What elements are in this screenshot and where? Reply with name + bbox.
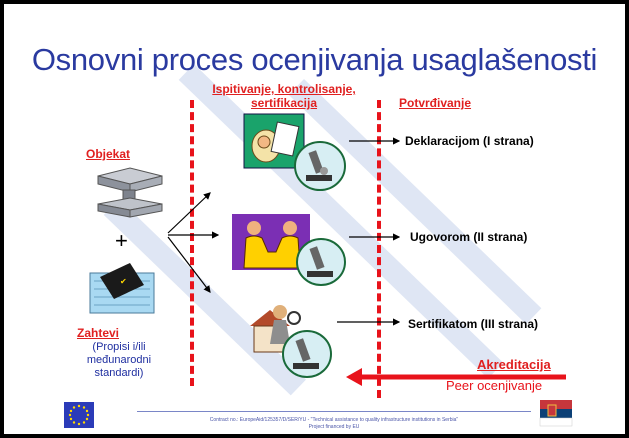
accreditation-arrow bbox=[346, 368, 566, 386]
microscope-icon bbox=[296, 238, 346, 286]
slide-title: Osnovni proces ocenjivanja usaglašenosti bbox=[31, 42, 598, 77]
footer-divider bbox=[137, 411, 531, 412]
eu-flag-icon bbox=[64, 402, 94, 428]
handshake-icon bbox=[232, 214, 310, 270]
serbia-flag-icon bbox=[539, 400, 573, 427]
microscope-icon bbox=[282, 330, 332, 378]
document-inspection-icon bbox=[243, 113, 305, 169]
svg-text:✔: ✔ bbox=[120, 277, 127, 286]
flow-arrows-left bbox=[167, 137, 401, 326]
header-testing: Ispitivanje, kontrolisanje, sertifikacij… bbox=[212, 82, 356, 110]
footer-financing: Project financed by EU bbox=[308, 424, 360, 430]
footer-contract: Contract no.: EuropeAid/125357/D/SER/YU … bbox=[209, 417, 459, 423]
header-accreditation: Akreditacija bbox=[477, 357, 551, 372]
requirements-note: (Propisi i/ili međunarodni standardi) bbox=[86, 341, 152, 379]
peer-assessment: Peer ocenjivanje bbox=[446, 378, 543, 393]
header-object: Objekat bbox=[86, 147, 131, 161]
outcome-contract: Ugovorom (II strana) bbox=[410, 230, 528, 244]
document-book-icon: ✔ bbox=[89, 263, 155, 314]
header-requirements: Zahtevi bbox=[77, 326, 120, 340]
header-confirmation: Potvrđivanje bbox=[399, 96, 472, 110]
divider-right bbox=[377, 100, 385, 398]
outcome-declaration: Deklaracijom (I strana) bbox=[405, 134, 534, 148]
plus-sign: + bbox=[115, 228, 128, 253]
outcome-certificate: Sertifikatom (III strana) bbox=[408, 317, 539, 331]
slide-canvas: Osnovni proces ocenjivanja usaglašenosti… bbox=[4, 4, 625, 434]
divider-left bbox=[190, 100, 198, 386]
microscope-icon bbox=[294, 141, 346, 191]
inspector-house-icon bbox=[250, 305, 301, 353]
steel-beam-icon bbox=[97, 167, 163, 218]
